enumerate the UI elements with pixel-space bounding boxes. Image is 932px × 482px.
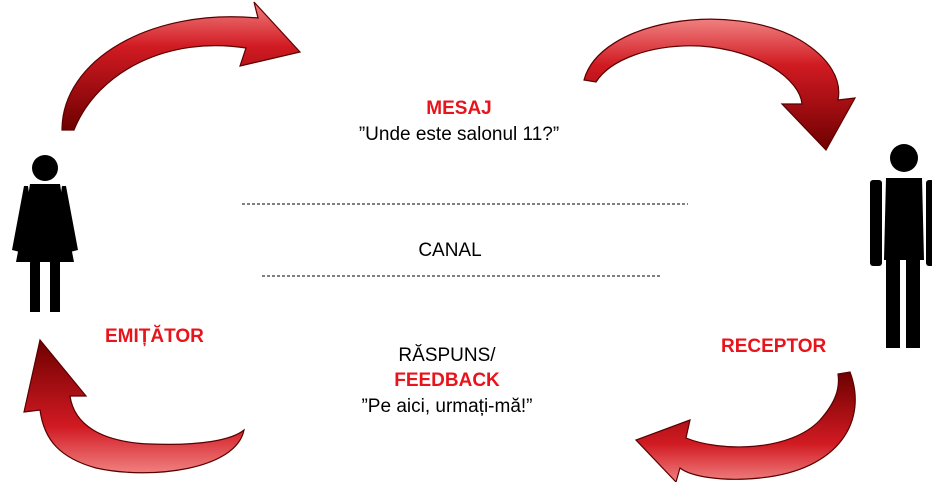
response-text: ”Pe aici, urmați-mă!” xyxy=(361,396,533,417)
arrow-top-left-icon xyxy=(61,1,302,131)
arrow-bottom-left-icon xyxy=(23,338,245,474)
message-text: ”Unde este salonul 11?” xyxy=(358,124,560,145)
arrow-bottom-right-icon xyxy=(634,371,856,482)
woman-figure-icon xyxy=(12,155,78,312)
man-figure-icon xyxy=(870,144,932,348)
channel-label: CANAL xyxy=(418,240,482,261)
sender-label: EMIȚĂTOR xyxy=(105,326,204,347)
response-label: RĂSPUNS/ xyxy=(398,345,496,366)
message-label: MESAJ xyxy=(426,98,492,119)
arrow-top-right-icon xyxy=(583,18,857,152)
receiver-label: RECEPTOR xyxy=(721,336,827,357)
feedback-label: FEEDBACK xyxy=(394,370,500,391)
